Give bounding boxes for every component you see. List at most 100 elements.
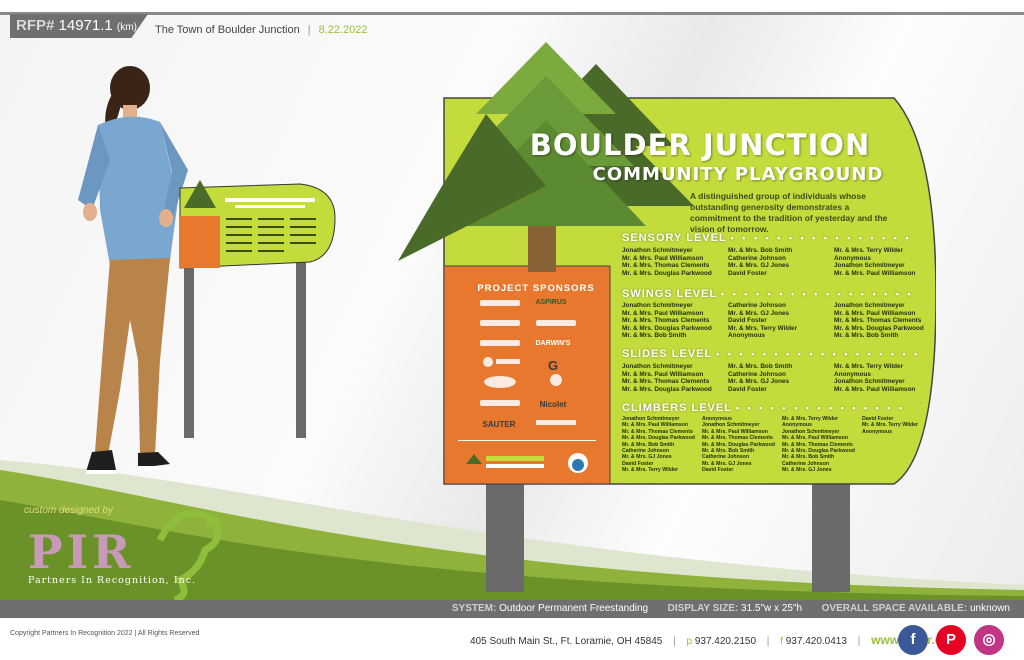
donor-name: Mr. & Mrs. Douglas Parkwood (622, 324, 712, 332)
level-dots: • • • • • • • • • • • • • • • (735, 403, 906, 413)
donor-name: Anonymous (702, 416, 732, 422)
space-label: OVERALL SPACE AVAILABLE: (821, 603, 968, 614)
copyright: Copyright Partners In Recognition 2022 |… (10, 630, 200, 637)
header: RFP# 14971.1 (km) The Town of Boulder Ju… (0, 0, 1024, 40)
facebook-icon[interactable]: f (898, 625, 928, 655)
donor-name: Mr. & Mrs. Terry Wilder (834, 247, 904, 254)
donor-name: Mr. & Mrs. Paul Williamson (782, 435, 848, 442)
pir-logo-chameleon (156, 509, 222, 604)
donor-name: Mr. & Mrs. GJ Jones (728, 262, 790, 270)
donor-name: Mr. & Mrs. Thomas Clements (622, 428, 693, 435)
donor-name: Anonymous (862, 428, 892, 435)
donor-name: Mr. & Mrs. Douglas Parkwood (622, 385, 712, 393)
donor-name: Jonathon Schmitmeyer (834, 262, 905, 270)
level-name: CLIMBERS LEVEL (622, 402, 732, 414)
donor-name: Mr. & Mrs. Douglas Parkwood (782, 448, 855, 455)
name-column: Mr. & Mrs. Terry Wilder Anonymous Jonath… (782, 416, 855, 474)
pinterest-icon[interactable]: P (936, 625, 966, 655)
donor-name: Mr. & Mrs. Thomas Clements (834, 317, 922, 325)
donor-name: Anonymous (834, 370, 871, 378)
level-title-climbers: CLIMBERS LEVEL • • • • • • • • • • • • •… (622, 402, 905, 414)
donor-name: Mr. & Mrs. Bob Smith (702, 448, 755, 455)
name-column: Mr. & Mrs. Bob Smith Catherine Johnson M… (728, 247, 792, 277)
donor-name: Mr. & Mrs. Douglas Parkwood (702, 441, 775, 448)
sponsor-logo: ASPIRUS (535, 299, 567, 306)
donor-name: Mr. & Mrs. Terry Wilder (862, 422, 919, 429)
donor-name: Mr. & Mrs. GJ Jones (702, 460, 752, 467)
donor-name: Jonathon Schmitmeyer (622, 247, 693, 254)
donor-name: Anonymous (834, 254, 871, 262)
donor-name: Mr. & Mrs. Paul Williamson (622, 422, 688, 429)
space-value: unknown (969, 603, 1010, 614)
donor-name: David Foster (728, 317, 767, 325)
ground-swoosh (0, 460, 1024, 600)
name-column: Jonathon Schmitmeyer Mr. & Mrs. Paul Wil… (622, 247, 712, 277)
donor-name: Jonathon Schmitmeyer (834, 378, 905, 386)
donor-name: Mr. & Mrs. Paul Williamson (834, 385, 916, 393)
pir-letters: PIR (28, 525, 135, 579)
donor-name: David Foster (622, 460, 654, 467)
donor-name: Mr. & Mrs. Terry Wilder (728, 324, 798, 332)
donor-name: Mr. & Mrs. Bob Smith (622, 332, 687, 340)
donor-name: Jonathon Schmitmeyer (622, 363, 693, 370)
small-sign-preview (179, 180, 336, 438)
donor-name: David Foster (728, 385, 767, 393)
phone-prefix: p (686, 636, 693, 647)
main-sign-artwork (398, 42, 936, 592)
header-rule (0, 12, 1024, 15)
donor-name: Mr. & Mrs. Bob Smith (728, 247, 793, 254)
donor-name: Jonathon Schmitmeyer (782, 428, 840, 435)
sign-title: BOULDER JUNCTION (529, 128, 871, 162)
donor-name: Mr. & Mrs. Douglas Parkwood (622, 269, 712, 277)
donor-name: Catherine Johnson (702, 454, 749, 461)
sign-subtitle: COMMUNITY PLAYGROUND (592, 164, 884, 185)
name-column: Mr. & Mrs. Terry Wilder Anonymous Jonath… (834, 247, 915, 277)
sponsors-title: PROJECT SPONSORS (477, 283, 595, 294)
donor-name: Mr. & Mrs. Terry Wilder (834, 363, 904, 370)
fax-prefix: f (780, 636, 783, 647)
donor-name: Mr. & Mrs. Thomas Clements (782, 441, 853, 448)
donor-name: Catherine Johnson (728, 302, 786, 309)
donor-name: Jonathon Schmitmeyer (622, 416, 680, 422)
donor-name: Mr. & Mrs. Terry Wilder (782, 416, 839, 422)
spec-text: SYSTEM: Outdoor Permanent Freestanding D… (452, 603, 1010, 614)
donor-name: Mr. & Mrs. Paul Williamson (622, 309, 704, 317)
donor-name: Mr. & Mrs. Bob Smith (622, 441, 675, 448)
donor-name: Mr. & Mrs. Terry Wilder (622, 467, 679, 474)
level-title-slides: SLIDES LEVEL • • • • • • • • • • • • • •… (622, 348, 920, 360)
sponsor-logo-grid (480, 300, 576, 425)
level-dots: • • • • • • • • • • • • • • • • (730, 233, 912, 243)
display-size-label: DISPLAY SIZE: (667, 603, 739, 614)
donor-name: Mr. & Mrs. GJ Jones (728, 309, 790, 317)
donor-name: Mr. & Mrs. Paul Williamson (702, 428, 768, 435)
name-column: Mr. & Mrs. Terry Wilder Anonymous Jonath… (834, 363, 915, 393)
level-name: SENSORY LEVEL (622, 232, 727, 244)
donor-name: Mr. & Mrs. Bob Smith (834, 332, 899, 340)
name-column: Anonymous Jonathon Schmitmeyer Mr. & Mrs… (702, 416, 775, 474)
phone: 937.420.2150 (694, 636, 757, 647)
level-title-swings: SWINGS LEVEL • • • • • • • • • • • • • •… (622, 288, 914, 300)
level-name: SWINGS LEVEL (622, 288, 717, 300)
contact-line: 405 South Main St., Ft. Loramie, OH 4584… (470, 633, 959, 647)
donor-name: Mr. & Mrs. Paul Williamson (834, 309, 916, 317)
donor-name: Mr. & Mrs. Thomas Clements (622, 378, 710, 386)
system-label: SYSTEM: (451, 603, 497, 614)
sponsor-logo: G (547, 358, 559, 373)
sponsor-logo: SAUTER (482, 420, 516, 429)
donor-name: Anonymous (728, 332, 765, 340)
person-illustration (78, 66, 188, 474)
name-column: Jonathon Schmitmeyer Mr. & Mrs. Paul Wil… (834, 302, 924, 340)
donor-name: Mr. & Mrs. Bob Smith (728, 363, 793, 370)
address: 405 South Main St., Ft. Loramie, OH 4584… (470, 636, 663, 647)
instagram-icon[interactable]: ◎ (974, 625, 1004, 655)
proof-date: 8.22.2022 (318, 24, 368, 36)
sponsor-logo: Nicolet (539, 400, 567, 409)
donor-name: Jonathon Schmitmeyer (834, 302, 905, 309)
donor-name: David Foster (702, 467, 734, 474)
donor-name: Mr. & Mrs. Thomas Clements (622, 317, 710, 325)
donor-name: Mr. & Mrs. Paul Williamson (622, 254, 704, 262)
donor-name: Jonathon Schmitmeyer (702, 422, 760, 429)
fax: 937.420.0413 (785, 636, 847, 647)
company-name: Partners In Recognition, Inc. (28, 575, 197, 586)
level-dots: • • • • • • • • • • • • • • • • • (720, 289, 914, 299)
